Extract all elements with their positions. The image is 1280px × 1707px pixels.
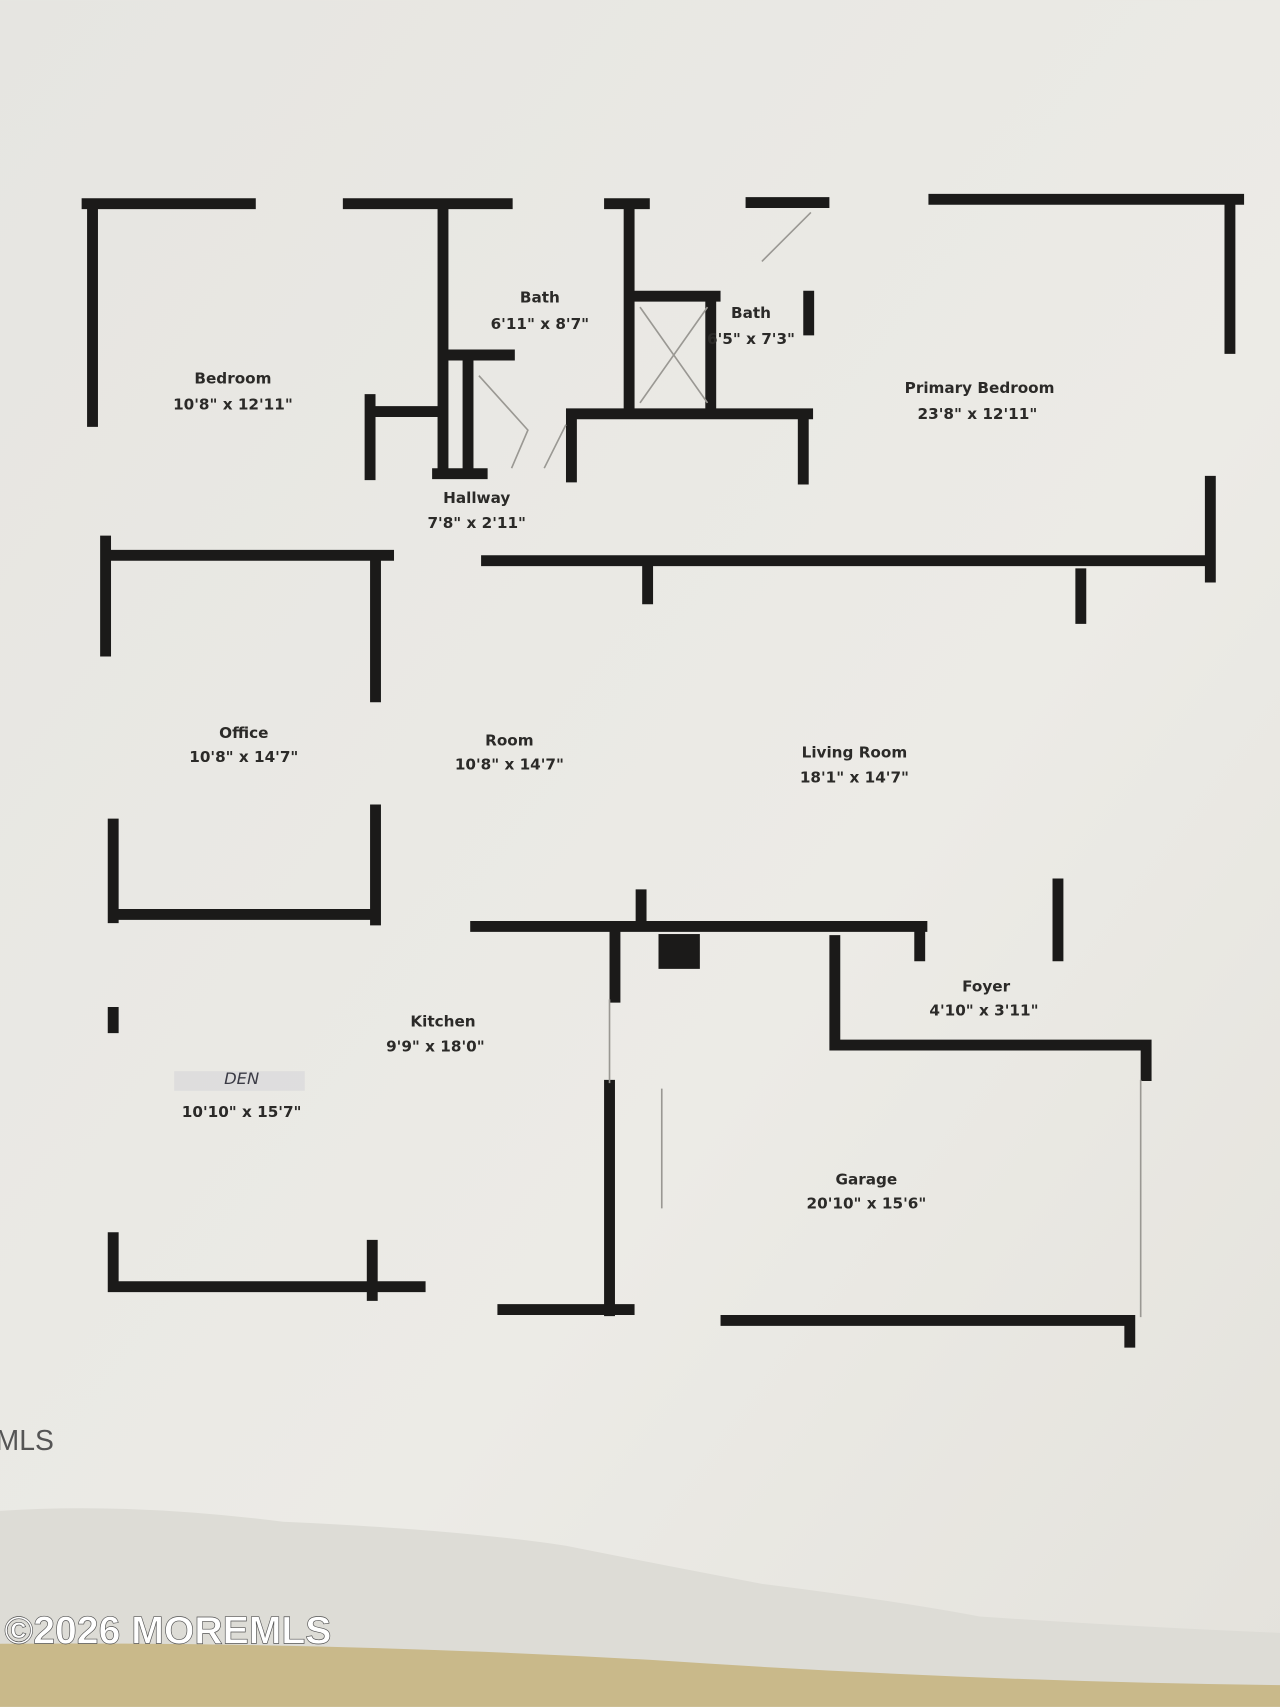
svg-text:10'10" x 15'7": 10'10" x 15'7": [182, 1103, 302, 1121]
svg-text:10'8" x 14'7": 10'8" x 14'7": [189, 748, 298, 766]
room-label-garage: Garage 20'10" x 15'6": [807, 1170, 927, 1212]
room-label-den: DEN 10'10" x 15'7": [174, 1069, 305, 1121]
room-label-room: Room 10'8" x 14'7": [455, 732, 564, 774]
room-label-bath-2: Bath 6'5" x 7'3": [707, 304, 795, 348]
room-label-bath-1: Bath 6'11" x 8'7": [491, 289, 590, 333]
svg-text:18'1" x 14'7": 18'1" x 14'7": [800, 769, 909, 787]
svg-text:Hallway: Hallway: [443, 489, 510, 507]
svg-text:Bath: Bath: [520, 289, 560, 307]
svg-text:DEN: DEN: [224, 1069, 259, 1088]
svg-text:Bedroom: Bedroom: [194, 369, 271, 387]
room-label-bedroom: Bedroom 10'8" x 12'11": [173, 369, 293, 413]
svg-text:Garage: Garage: [836, 1170, 898, 1188]
svg-text:23'8" x 12'11": 23'8" x 12'11": [918, 405, 1038, 423]
svg-text:9'9" x 18'0": 9'9" x 18'0": [386, 1038, 485, 1056]
room-label-foyer: Foyer 4'10" x 3'11": [929, 978, 1038, 1020]
svg-text:Living Room: Living Room: [802, 744, 908, 762]
svg-text:Bath: Bath: [731, 304, 771, 322]
table-surface: [0, 1643, 1280, 1707]
svg-text:Foyer: Foyer: [962, 978, 1010, 996]
room-label-primary-bedroom: Primary Bedroom 23'8" x 12'11": [905, 379, 1055, 423]
partial-mls-text: MLS: [0, 1424, 54, 1456]
svg-text:6'11" x 8'7": 6'11" x 8'7": [491, 315, 590, 333]
svg-text:Office: Office: [219, 724, 268, 742]
fixtures: [478, 211, 1142, 1318]
svg-text:7'8" x 2'11": 7'8" x 2'11": [427, 514, 526, 532]
svg-text:Kitchen: Kitchen: [410, 1013, 475, 1031]
svg-text:Room: Room: [485, 732, 534, 750]
room-label-office: Office 10'8" x 14'7": [189, 724, 298, 766]
room-label-living-room: Living Room 18'1" x 14'7": [800, 744, 909, 787]
svg-text:10'8" x 12'11": 10'8" x 12'11": [173, 395, 293, 413]
room-label-hallway: Hallway 7'8" x 2'11": [427, 489, 526, 532]
svg-text:20'10" x 15'6": 20'10" x 15'6": [807, 1194, 927, 1212]
room-label-kitchen: Kitchen 9'9" x 18'0": [386, 1013, 485, 1056]
svg-text:6'5" x 7'3": 6'5" x 7'3": [707, 330, 795, 348]
watermark: ©2026 MOREMLS: [4, 1610, 331, 1653]
svg-text:4'10" x 3'11": 4'10" x 3'11": [929, 1002, 1038, 1020]
svg-text:10'8" x 14'7": 10'8" x 14'7": [455, 756, 564, 774]
walls: [81, 193, 1245, 1348]
svg-text:Primary Bedroom: Primary Bedroom: [905, 379, 1055, 397]
